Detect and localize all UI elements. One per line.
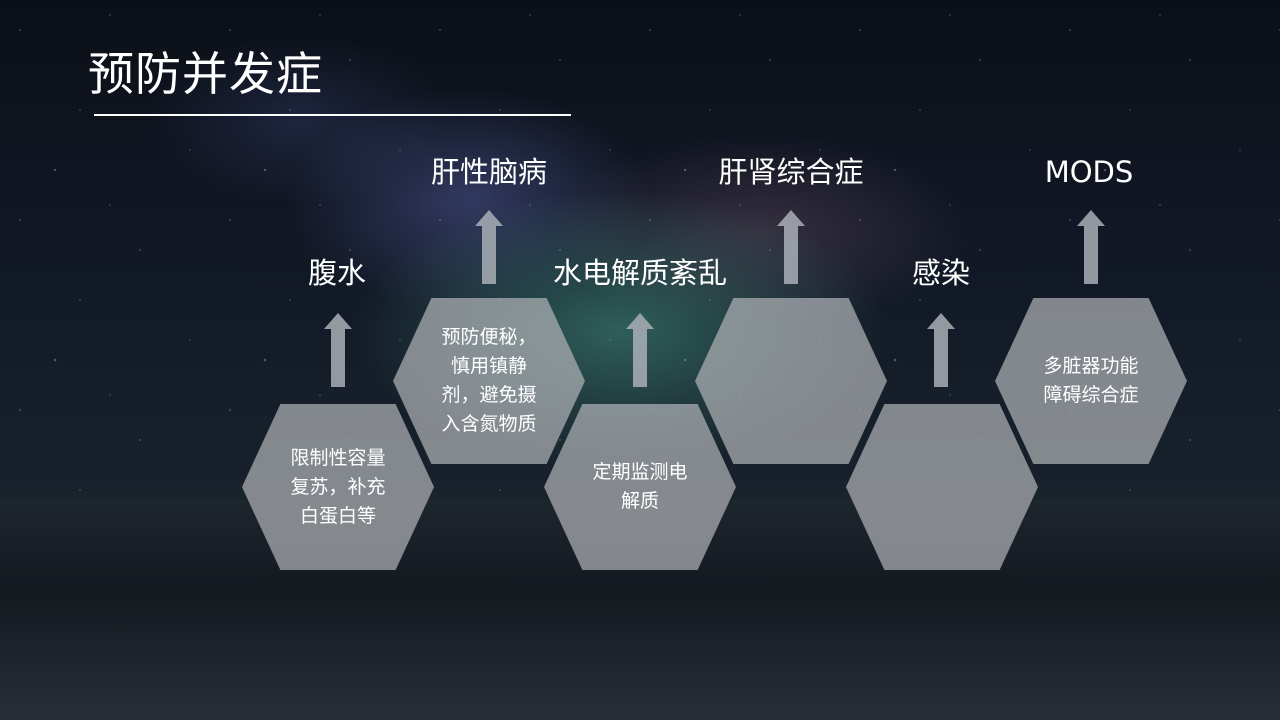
complication-label: 水电解质紊乱 (552, 256, 728, 290)
complication-label: 腹水 (307, 256, 367, 290)
arrow-up-icon (1077, 210, 1105, 284)
arrow-up-icon (927, 313, 955, 387)
complication-label: 肝肾综合症 (718, 155, 864, 189)
slide-title: 预防并发症 (88, 47, 323, 101)
complication-label: 肝性脑病 (430, 155, 548, 189)
prevention-text: 预防便秘，慎用镇静剂，避免摄入含氮物质 (441, 326, 537, 435)
complication-label: MODS (1044, 155, 1134, 189)
arrow-up-icon (475, 210, 503, 284)
hexagon-mods: 多脏器功能障碍综合症 (995, 298, 1187, 464)
prevention-text: 定期监测电解质 (592, 461, 688, 512)
arrow-up-icon (324, 313, 352, 387)
hexagon-hepatorenal-syndrome (695, 298, 887, 464)
hexagon-infection (846, 404, 1038, 570)
arrow-up-icon (626, 313, 654, 387)
title-underline (94, 114, 571, 116)
arrow-up-icon (777, 210, 805, 284)
prevention-text: 限制性容量复苏，补充白蛋白等 (290, 446, 386, 527)
prevention-text: 多脏器功能障碍综合症 (1043, 355, 1139, 406)
complication-label: 感染 (911, 256, 971, 290)
hexagon-hepatic-encephalopathy: 预防便秘，慎用镇静剂，避免摄入含氮物质 (393, 298, 585, 464)
hexagon-electrolyte-imbalance: 定期监测电解质 (544, 404, 736, 570)
hexagon-ascites: 限制性容量复苏，补充白蛋白等 (242, 404, 434, 570)
